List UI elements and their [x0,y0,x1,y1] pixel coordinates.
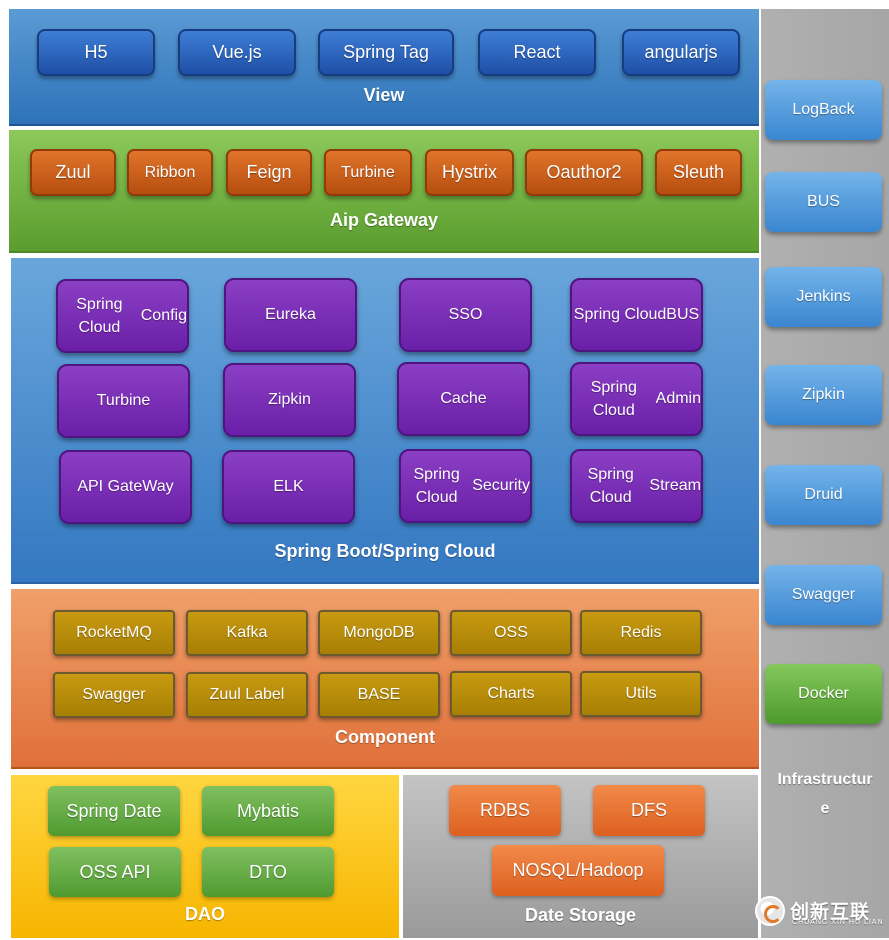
view-item-h5: H5 [37,29,155,76]
infra-item-logback: LogBack [765,80,882,140]
infra-item-jenkins: Jenkins [765,267,882,327]
infra-item-docker: Docker [765,664,882,724]
component-item-redis: Redis [580,610,702,656]
component-item-utils: Utils [580,671,702,717]
component-layer-title: Component [335,727,435,747]
gateway-item-oauthor2: Oauthor2 [525,149,643,196]
component-item-base: BASE [318,672,440,718]
storage-item-nosql-hadoop: NOSQL/Hadoop [492,845,664,896]
gateway-layer: Zuul Ribbon Feign Turbine Hystrix Oautho… [9,130,759,253]
component-item-zuul-label: Zuul Label [186,672,308,718]
storage-item-dfs: DFS [593,785,705,836]
component-item-kafka: Kafka [186,610,308,656]
dao-item-spring-date: Spring Date [48,786,180,836]
dao-layer-title: DAO [185,904,225,924]
dao-item-mybatis: Mybatis [202,786,334,836]
view-item-vuejs: Vue.js [178,29,296,76]
dao-item-oss-api: OSS API [49,847,181,897]
cloud-item-api-gateway: API GateWay [59,450,192,524]
component-layer: RocketMQ Kafka MongoDB OSS Redis Swagger… [11,589,759,769]
view-item-spring-tag: Spring Tag [318,29,454,76]
watermark-logo: 创新互联 CHUANG XIN HU LIAN [752,892,889,932]
gateway-item-hystrix: Hystrix [425,149,514,196]
storage-layer: RDBS DFS NOSQL/Hadoop Date Storage [403,775,758,938]
gateway-item-zuul: Zuul [30,149,116,196]
cloud-item-turbine: Turbine [57,364,190,438]
cloud-item-eureka: Eureka [224,278,357,352]
dao-layer: Spring Date Mybatis OSS API DTO DAO [11,775,399,938]
gateway-item-ribbon: Ribbon [127,149,213,196]
gateway-item-sleuth: Sleuth [655,149,742,196]
infrastructure-column: LogBack BUS Jenkins Zipkin Druid Swagger… [761,9,889,938]
cloud-item-cache: Cache [397,362,530,436]
component-item-rocketmq: RocketMQ [53,610,175,656]
spring-cloud-layer-title: Spring Boot/Spring Cloud [274,541,496,561]
view-layer: H5 Vue.js Spring Tag React angularjs Vie… [9,9,759,126]
cloud-item-zipkin: Zipkin [223,363,356,437]
infra-item-zipkin: Zipkin [765,365,882,425]
gateway-item-feign: Feign [226,149,312,196]
component-item-charts: Charts [450,671,572,717]
storage-layer-title: Date Storage [524,905,637,925]
view-item-angularjs: angularjs [622,29,740,76]
component-item-oss: OSS [450,610,572,656]
component-item-mongodb: MongoDB [318,610,440,656]
logo-name: 创新互联 [790,902,871,923]
gateway-layer-title: Aip Gateway [329,210,439,230]
component-item-swagger: Swagger [53,672,175,718]
logo-mark-icon [755,896,785,926]
infra-item-swagger: Swagger [765,565,882,625]
view-layer-title: View [363,85,405,105]
cloud-item-elk: ELK [222,450,355,524]
infra-item-druid: Druid [765,465,882,525]
cloud-item-sso: SSO [399,278,532,352]
storage-item-rdbs: RDBS [449,785,561,836]
logo-subtitle: CHUANG XIN HU LIAN [792,919,884,926]
gateway-item-turbine: Turbine [324,149,412,196]
dao-item-dto: DTO [202,847,334,897]
view-item-react: React [478,29,596,76]
infra-item-bus: BUS [765,172,882,232]
